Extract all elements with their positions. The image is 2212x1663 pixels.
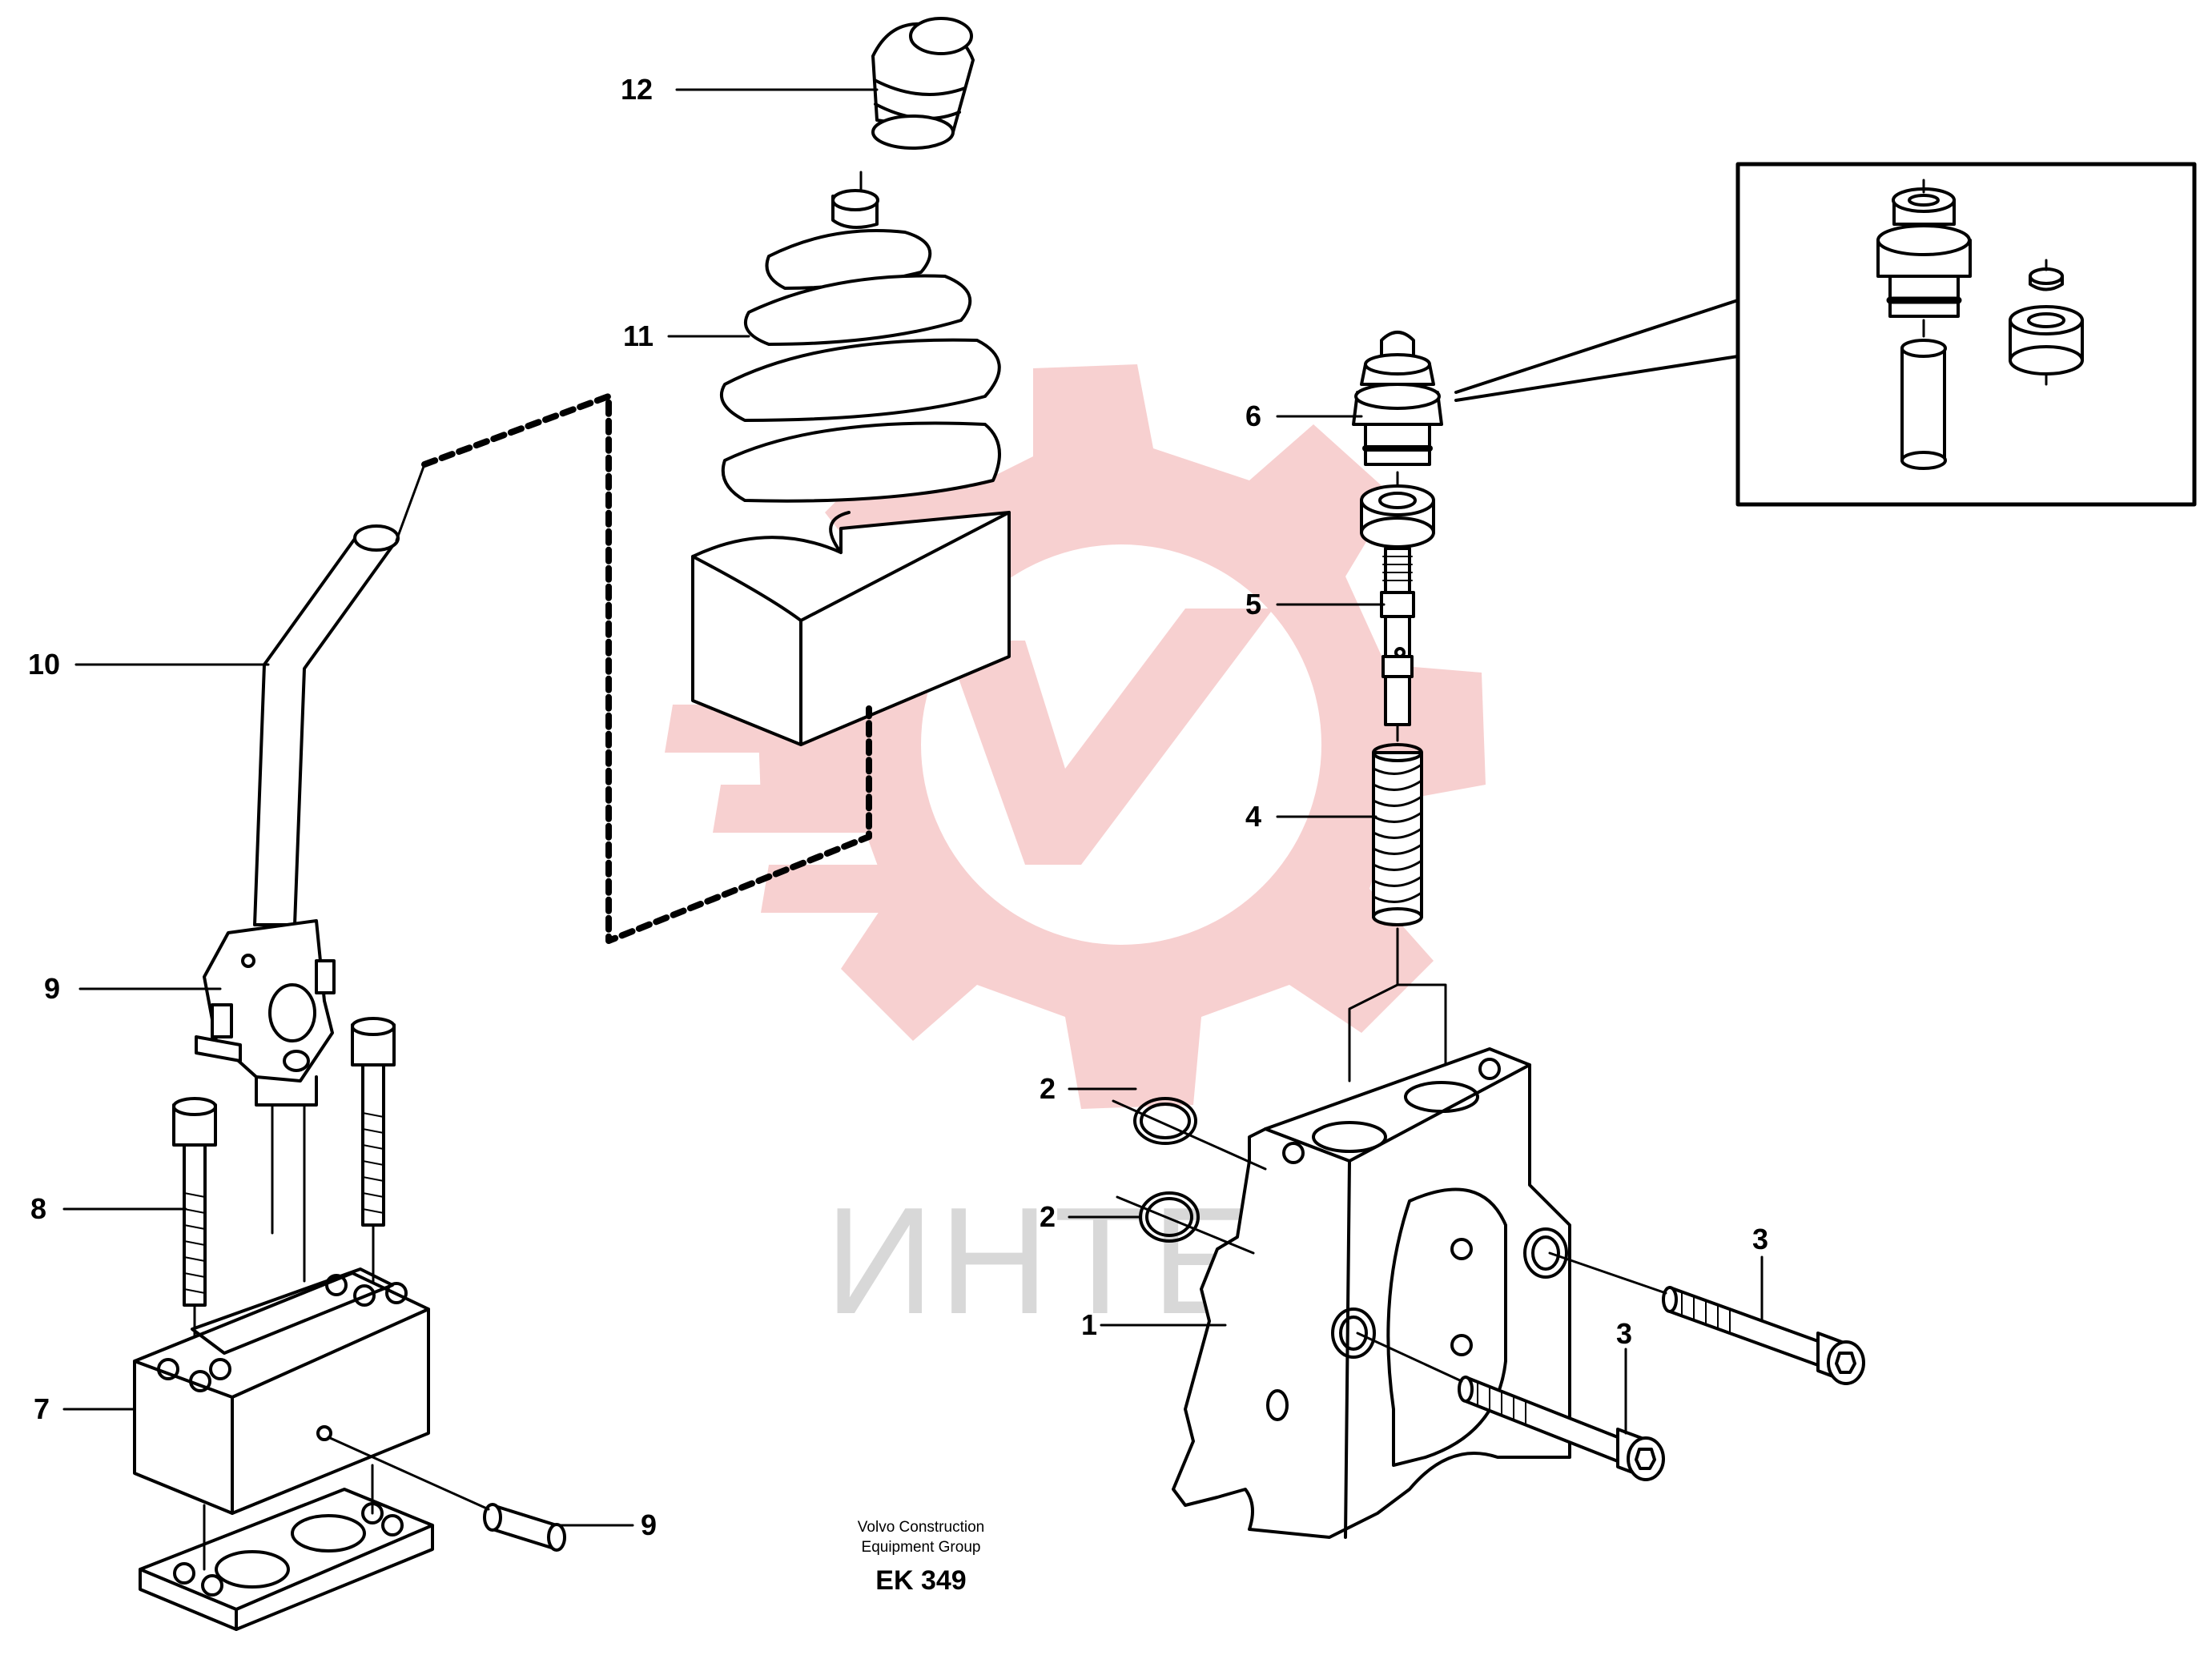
boot-part-11 xyxy=(691,189,1011,746)
callout-10: 10 xyxy=(28,648,60,681)
callout-7: 7 xyxy=(34,1392,50,1425)
bracket-part-9 xyxy=(195,919,336,1283)
callout-2-upper: 2 xyxy=(1040,1072,1056,1105)
valve-body-part-1 xyxy=(1172,1047,1571,1539)
callout-6: 6 xyxy=(1245,400,1261,432)
footer-drawing-code: EK 349 xyxy=(875,1565,966,1596)
bolt-part-8-right xyxy=(351,1017,396,1291)
callout-9-lower: 9 xyxy=(641,1508,657,1541)
housing-part-7 xyxy=(133,1267,430,1515)
lever-part-10 xyxy=(253,463,426,926)
callout-3-lower: 3 xyxy=(1616,1317,1632,1350)
plunger-part-6 xyxy=(1352,331,1443,490)
bolt-part-3-lower xyxy=(1356,1332,1665,1481)
knob-part-12 xyxy=(859,17,975,194)
callout-labels: 12 11 10 9 8 7 9 6 5 4 2 2 1 3 3 xyxy=(28,73,1768,1541)
pin-part-9 xyxy=(327,1436,566,1552)
callout-5: 5 xyxy=(1245,588,1261,621)
spool-part-5 xyxy=(1380,547,1415,742)
footer-company-line1: Volvo Construction xyxy=(858,1519,984,1536)
callout-11: 11 xyxy=(623,319,654,352)
callout-3-upper: 3 xyxy=(1752,1223,1768,1255)
footer-credit: Volvo Construction Equipment Group EK 34… xyxy=(858,1519,984,1596)
detail-inset xyxy=(1454,162,2197,507)
callout-8: 8 xyxy=(30,1192,46,1225)
callout-9-upper: 9 xyxy=(44,972,60,1005)
callout-2-lower: 2 xyxy=(1040,1200,1056,1233)
base-plate xyxy=(139,1464,434,1631)
bolt-part-3-upper xyxy=(1548,1251,1865,1385)
bolt-part-8-left xyxy=(172,1097,217,1363)
dashed-connector xyxy=(421,393,872,944)
leader-lines xyxy=(62,88,1764,1527)
spring-part-4 xyxy=(1348,743,1447,1083)
callout-4: 4 xyxy=(1245,800,1261,833)
footer-company-line2: Equipment Group xyxy=(862,1539,981,1556)
washer-part-6 xyxy=(1360,484,1435,548)
o-ring-part-2-upper xyxy=(1112,1097,1267,1171)
callout-1: 1 xyxy=(1081,1308,1097,1341)
callout-12: 12 xyxy=(621,73,653,106)
